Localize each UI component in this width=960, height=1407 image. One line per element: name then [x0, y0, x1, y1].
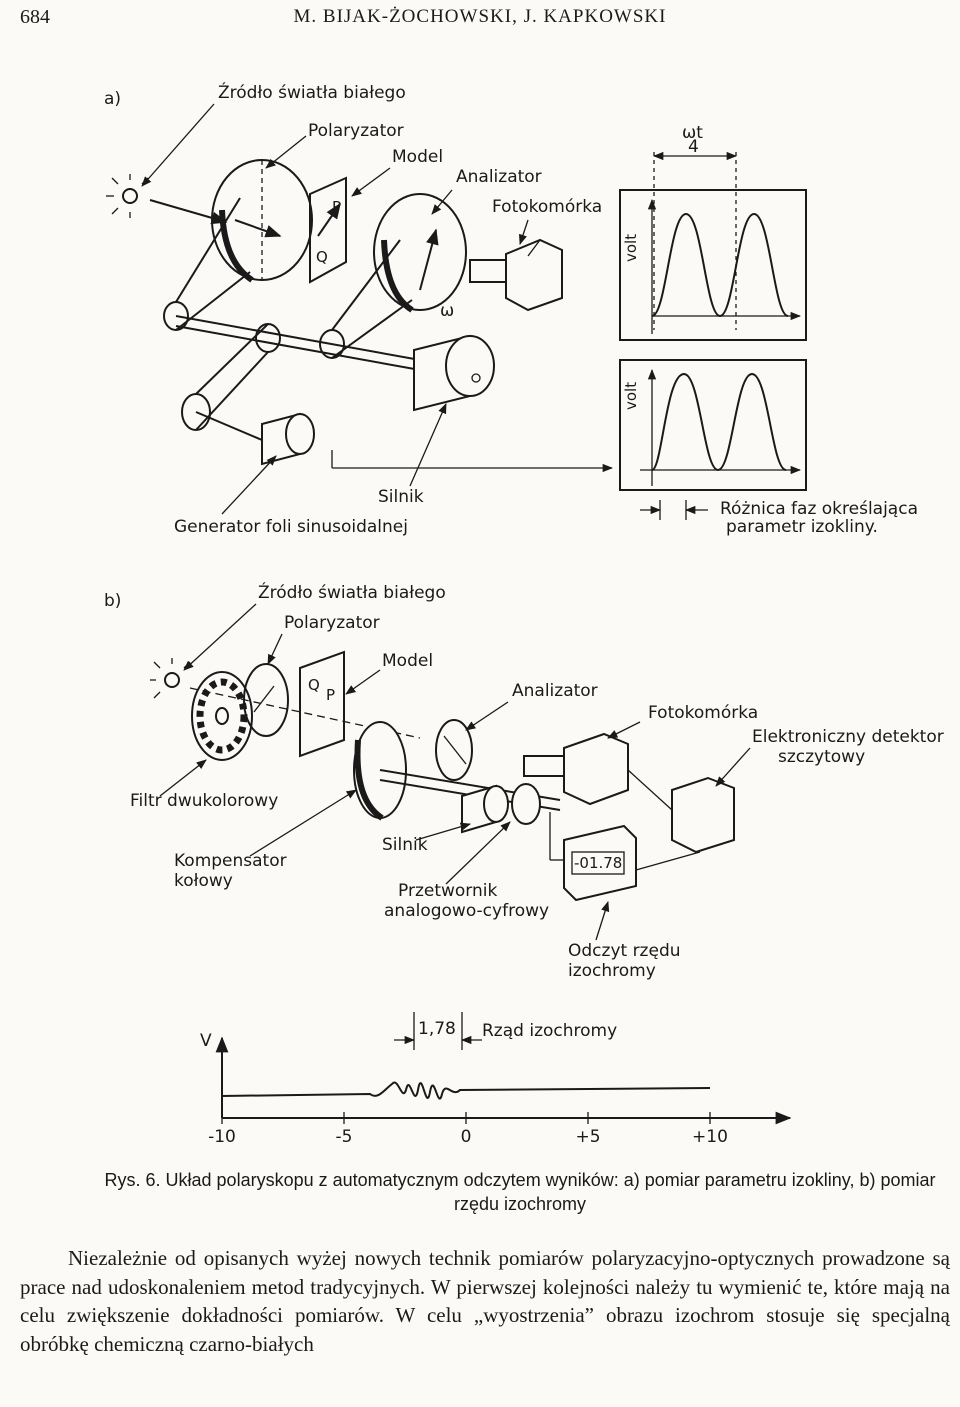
page-number: 684: [20, 6, 50, 28]
panel-b-photocell-label: Fotokomórka: [648, 703, 758, 723]
phase-diff-label-1: Różnica faz określająca: [720, 499, 918, 519]
converter-label-1: Przetwornik: [398, 881, 497, 901]
body-paragraph: Niezależnie od opisanych wyżej nowych te…: [20, 1244, 950, 1358]
compensator-label-2: kołowy: [174, 871, 233, 891]
volt-axis-bottom: volt: [622, 382, 640, 410]
panel-a-photocell-label: Fotokomórka: [492, 197, 602, 217]
panel-b-point-q: Q: [308, 676, 320, 694]
panel-b-motor: [461, 784, 509, 834]
oscilloscope-bottom: volt: [331, 359, 807, 520]
light-source-icon-b: [150, 658, 191, 699]
panel-a-photocell: [469, 238, 563, 312]
converter-label-2: analogowo-cyfrowy: [384, 901, 549, 921]
plot-tick-label: +10: [692, 1127, 728, 1147]
panel-a-analyzer-label: Analizator: [456, 167, 542, 187]
panel-b-analyzer-label: Analizator: [512, 681, 598, 701]
panel-b-light-source-label: Źródło światła białego: [258, 581, 446, 603]
panel-b-photocell: [523, 732, 629, 806]
figure-6: a) Źródło światła białego Polaryzator Mo…: [104, 81, 944, 1147]
panel-a-model-label: Model: [392, 147, 443, 167]
panel-a-motor-label: Silnik: [378, 487, 424, 507]
running-head: M. BIJAK-ŻOCHOWSKI, J. KAPKOWSKI: [293, 6, 667, 27]
volt-axis-top: volt: [622, 234, 640, 262]
phase-diff-label-2: parametr izokliny.: [726, 517, 878, 537]
detector-label-1: Elektroniczny detektor: [752, 727, 944, 747]
belt-drive: [163, 197, 421, 431]
panel-b: b) Źródło światła białego Polaryzator Mo…: [104, 581, 944, 981]
plot-ticks: -10 -5 0 +5 +10: [208, 1112, 728, 1147]
omega-symbol: ω: [440, 301, 454, 321]
ad-converter: [511, 783, 541, 825]
filter-label: Filtr dwukolorowy: [130, 791, 278, 811]
polarizer-disc: [211, 159, 313, 283]
panel-a-tag: a): [104, 89, 121, 109]
plot-marker-label: Rząd izochromy: [482, 1021, 617, 1041]
figure-caption: Rys. 6. Układ polaryskopu z automatyczny…: [104, 1170, 936, 1214]
light-source-icon: [106, 174, 149, 218]
two-color-filter: [191, 671, 253, 761]
omega-t-divisor: 4: [688, 137, 699, 157]
panel-b-model-label: Model: [382, 651, 433, 671]
isochromatic-signal-plot: V 1,78 Rząd izochromy -10 -5 0 +5 +10: [200, 1012, 792, 1147]
plot-tick-label: -5: [336, 1127, 353, 1147]
panel-b-model: Q P: [299, 650, 345, 758]
readout-label-2: izochromy: [568, 961, 656, 981]
panel-b-tag: b): [104, 591, 121, 611]
panel-a-motor: [413, 334, 495, 412]
plot-tick-label: -10: [208, 1127, 236, 1147]
sine-generator: [195, 411, 315, 466]
panel-b-point-p: P: [326, 686, 335, 704]
paragraph-text: Niezależnie od opisanych wyżej nowych te…: [20, 1246, 950, 1356]
generator-label: Generator foli sinusoidalnej: [174, 517, 408, 537]
model-point-p: P: [332, 198, 341, 216]
detector-label-2: szczytowy: [778, 747, 865, 767]
plot-y-label: V: [200, 1031, 212, 1051]
panel-b-polarizer-label: Polaryzator: [284, 613, 380, 633]
model-plate: P Q: [309, 176, 347, 284]
readout-label-1: Odczyt rzędu: [568, 941, 681, 961]
panel-b-analyzer: [435, 719, 473, 781]
model-point-q: Q: [316, 248, 328, 266]
omega-t-label: ωt: [682, 123, 703, 143]
digital-readout: -01.78: [563, 824, 637, 902]
peak-detector: [671, 776, 735, 854]
panel-a-polarizer-label: Polaryzator: [308, 121, 404, 141]
plot-tick-label: +5: [575, 1127, 600, 1147]
readout-display-value: -01.78: [574, 854, 622, 872]
panel-a: a) Źródło światła białego Polaryzator Mo…: [104, 81, 918, 537]
compensator-label-1: Kompensator: [174, 851, 287, 871]
oscilloscope-top: volt ωt 4: [619, 123, 807, 341]
panel-a-light-source-label: Źródło światła białego: [218, 81, 406, 103]
plot-tick-label: 0: [461, 1127, 472, 1147]
plot-marker-value: 1,78: [418, 1019, 456, 1039]
analyzer-disc: [373, 193, 467, 313]
page-header: 684 M. BIJAK-ŻOCHOWSKI, J. KAPKOWSKI: [0, 4, 960, 34]
